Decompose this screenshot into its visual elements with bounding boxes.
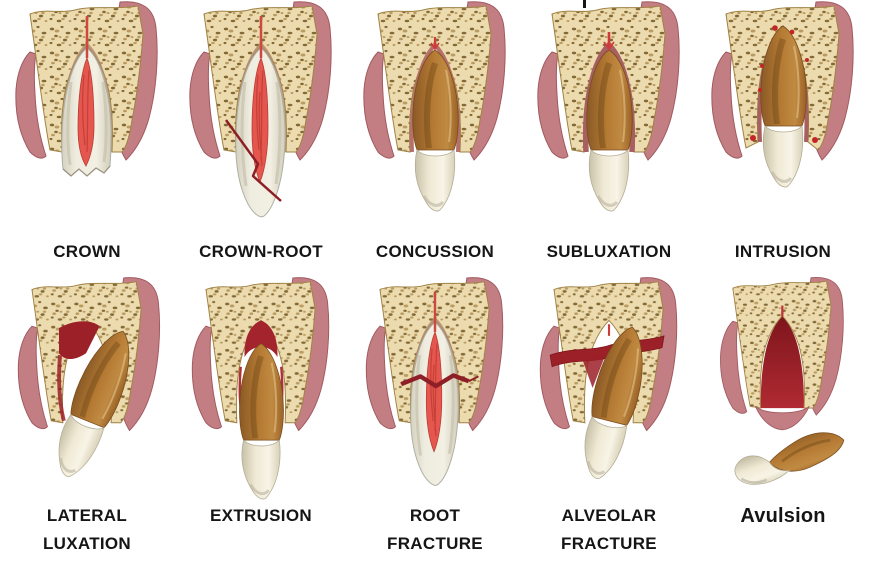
cell-crown-root: CROWN-ROOT — [174, 0, 348, 276]
label-line: EXTRUSION — [210, 506, 312, 525]
intrusion-illustration — [711, 1, 854, 189]
label-alveolar-fracture: ALVEOLAR FRACTURE — [561, 502, 657, 558]
cell-root-fracture: ROOT FRACTURE — [348, 276, 522, 580]
cell-concussion: CONCUSSION — [348, 0, 522, 276]
label-intrusion: INTRUSION — [735, 238, 831, 266]
avulsed-tooth — [734, 432, 845, 485]
label-line: ROOT — [409, 506, 461, 525]
label-crown: CROWN — [53, 238, 121, 266]
empty-socket — [760, 315, 805, 409]
label-subluxation: SUBLUXATION — [547, 238, 672, 266]
fracture-extension — [468, 375, 479, 383]
label-line: CROWN-ROOT — [199, 242, 323, 261]
crown-root-fracture-illustration — [189, 1, 332, 219]
oblique-fracture-line — [224, 119, 282, 202]
root-fracture-illustration — [365, 277, 504, 487]
blood-pocket — [582, 353, 607, 388]
pulp — [77, 56, 95, 167]
fracture-edge — [62, 165, 111, 177]
concussion-illustration — [363, 1, 506, 213]
label-line: ALVEOLAR — [561, 506, 657, 525]
apex-injury-mark — [603, 32, 615, 51]
label-line: SUBLUXATION — [546, 242, 672, 261]
cell-intrusion: INTRUSION — [696, 0, 870, 276]
extrusion-illustration — [191, 277, 330, 500]
empty-socket-block — [720, 277, 844, 431]
label-root-fracture: ROOT FRACTURE — [387, 502, 483, 558]
cell-crown: CROWN — [0, 0, 174, 276]
label-concussion: CONCUSSION — [376, 238, 494, 266]
subluxation-illustration — [537, 1, 680, 213]
gum-bottom-lip — [754, 406, 810, 431]
label-avulsion: Avulsion — [740, 502, 825, 530]
label-line: LATERAL — [46, 506, 128, 525]
label-crown-root: CROWN-ROOT — [199, 238, 323, 266]
blood-streak — [57, 355, 66, 422]
cell-subluxation: SUBLUXATION — [522, 0, 696, 276]
label-line: CONCUSSION — [375, 242, 495, 261]
cell-alveolar-fracture: ALVEOLAR FRACTURE — [522, 276, 696, 580]
fractured-crown-tooth — [61, 16, 112, 177]
cell-avulsion: Avulsion — [696, 276, 870, 580]
cell-lateral-luxation: LATERAL LUXATION — [0, 276, 174, 580]
label-line: Avulsion — [740, 505, 826, 527]
label-extrusion: EXTRUSION — [210, 502, 312, 530]
avulsion-illustration — [720, 277, 845, 485]
label-line: CROWN — [53, 242, 121, 261]
horizontal-fracture-line — [400, 373, 470, 389]
label-line: LUXATION — [42, 534, 132, 553]
label-line: FRACTURE — [387, 534, 483, 553]
top-crop-mark — [583, 0, 586, 8]
cell-extrusion: EXTRUSION — [174, 276, 348, 580]
apex-injury-mark — [430, 37, 440, 51]
apical-blood — [244, 320, 278, 358]
alveolar-fracture-illustration — [539, 277, 678, 485]
label-line: INTRUSION — [734, 242, 832, 261]
lateral-luxation-illustration — [17, 277, 161, 486]
label-lateral-luxation: LATERAL LUXATION — [43, 502, 131, 558]
label-line: FRACTURE — [561, 534, 657, 553]
crown-fracture-illustration — [15, 1, 158, 177]
extruded-tooth — [238, 342, 285, 500]
blood-pocket — [59, 321, 100, 360]
hemorrhage-marks — [750, 25, 818, 143]
